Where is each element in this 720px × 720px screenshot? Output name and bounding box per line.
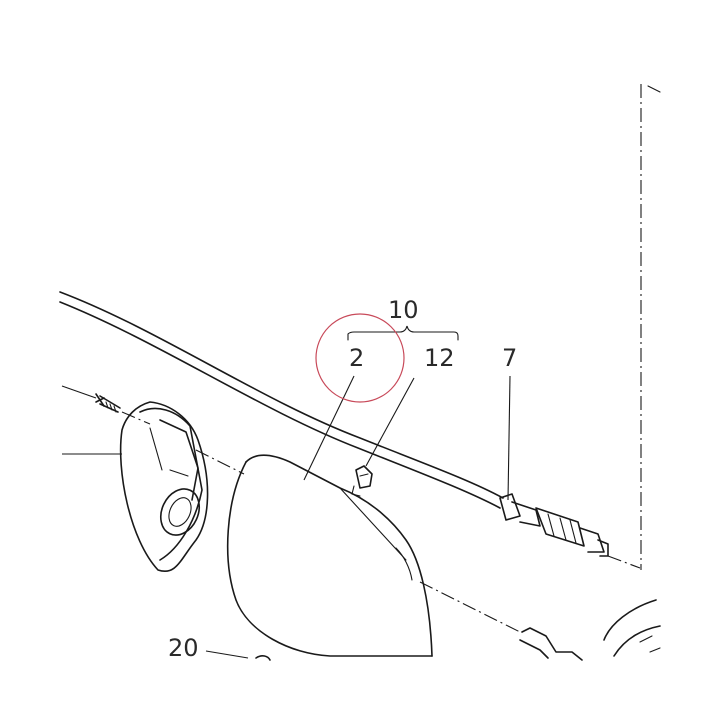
sensor-axis-line — [607, 555, 641, 569]
callout-20: 20 — [168, 634, 199, 662]
callout-7-leader — [507, 375, 511, 501]
sensor-fitting — [351, 465, 373, 497]
oxygen-sensor — [499, 493, 609, 557]
sensor-cable — [59, 291, 504, 499]
downstream-pipe — [519, 599, 661, 661]
callout-7: 7 — [502, 344, 517, 372]
callout-2-leader — [303, 375, 355, 481]
callout-20-leader — [205, 650, 249, 659]
screw-axis-line — [121, 411, 151, 425]
group-bracket-10 — [347, 325, 459, 341]
callout-10: 10 — [388, 296, 419, 324]
flange-axis-line — [195, 449, 245, 475]
callout-12-leader — [365, 377, 415, 467]
mounting-screw — [95, 393, 121, 413]
catalytic-body — [226, 454, 433, 657]
highlight-circle — [315, 313, 405, 403]
callout-2: 2 — [349, 344, 364, 372]
heat-shield-flange — [119, 401, 209, 573]
screw-leader — [61, 385, 97, 399]
boundary-corner — [647, 85, 661, 93]
pipe-axis-line — [419, 581, 521, 633]
sensor-cable-outline — [59, 301, 501, 509]
callout-12: 12 — [424, 344, 455, 372]
bottom-screw — [255, 655, 271, 661]
